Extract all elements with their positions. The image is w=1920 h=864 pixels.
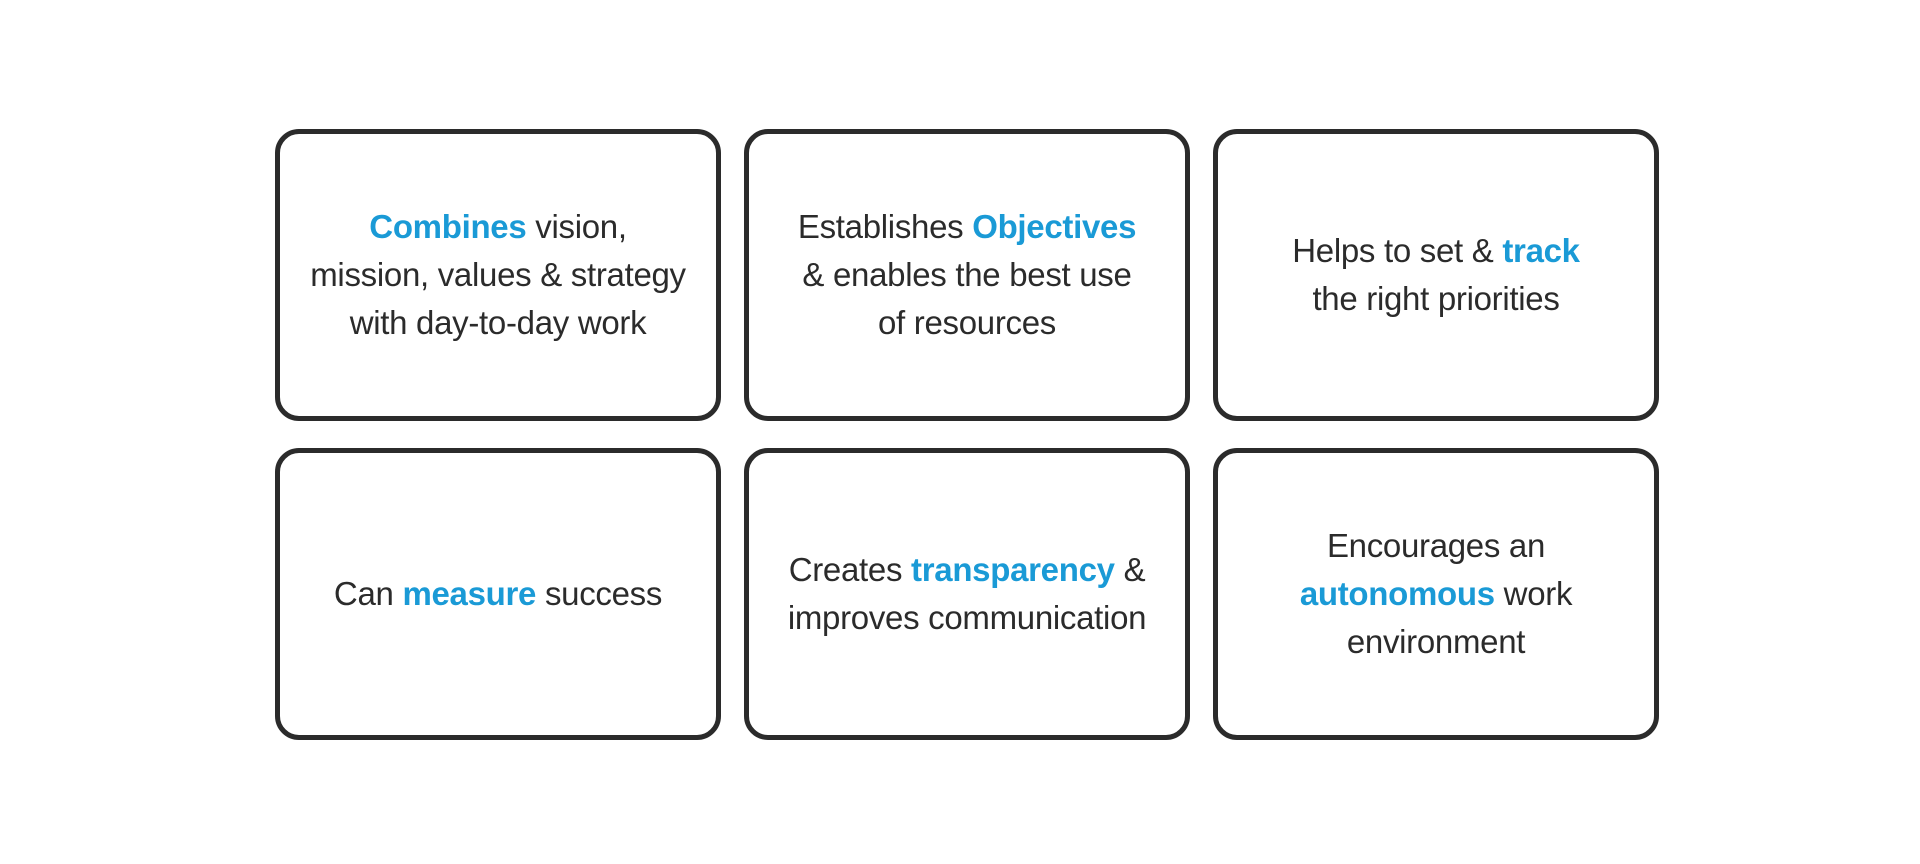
card-line: Establishes Objectives (797, 203, 1137, 251)
card-combines-vision: Combines vision, mission, values & strat… (275, 129, 721, 421)
text-segment: & (1114, 551, 1146, 588)
text-segment: Helps to set & (1292, 232, 1503, 269)
text-segment: improves communication (787, 599, 1147, 636)
text-segment: Encourages an (1326, 527, 1546, 564)
card-line: mission, values & strategy (310, 251, 686, 299)
text-segment: vision, (526, 208, 627, 245)
text-segment: work (1494, 575, 1573, 612)
card-text: Encourages an autonomous work environmen… (1299, 522, 1573, 666)
card-measure-success: Can measure success (275, 448, 721, 740)
card-line: of resources (798, 299, 1136, 347)
text-segment: the right priorities (1312, 280, 1560, 317)
text-segment: Creates (788, 551, 912, 588)
text-segment: of resources (878, 304, 1056, 341)
highlight-word: track (1502, 232, 1580, 269)
card-line: with day-to-day work (310, 299, 686, 347)
card-line: Encourages an (1300, 522, 1572, 570)
highlight-word: transparency (911, 551, 1115, 588)
card-line: & enables the best use (798, 251, 1136, 299)
highlight-word: measure (402, 575, 537, 612)
card-line: the right priorities (1292, 275, 1580, 323)
card-line: Helps to set & track (1292, 227, 1580, 275)
text-segment: & enables the best use (802, 256, 1132, 293)
card-text: Combines vision, mission, values & strat… (310, 203, 686, 347)
card-line: autonomous work (1299, 570, 1573, 618)
card-line: Can measure success (334, 570, 662, 618)
card-transparency: Creates transparency & improves communic… (744, 448, 1190, 740)
text-segment: Establishes (797, 208, 973, 245)
highlight-word: autonomous (1299, 575, 1495, 612)
card-text: Helps to set & track the right prioritie… (1292, 227, 1580, 323)
card-line: improves communication (787, 594, 1147, 642)
benefits-grid: Combines vision, mission, values & strat… (275, 129, 1659, 740)
highlight-word: Objectives (972, 208, 1137, 245)
card-line: environment (1300, 618, 1572, 666)
card-establishes-objectives: Establishes Objectives & enables the bes… (744, 129, 1190, 421)
text-segment: success (536, 575, 663, 612)
card-line: Combines vision, (310, 203, 686, 251)
text-segment: environment (1346, 623, 1526, 660)
card-track-priorities: Helps to set & track the right prioritie… (1213, 129, 1659, 421)
highlight-word: Combines (369, 208, 527, 245)
text-segment: with day-to-day work (349, 304, 647, 341)
card-line: Creates transparency & (788, 546, 1146, 594)
card-text: Can measure success (334, 570, 662, 618)
card-text: Establishes Objectives & enables the bes… (797, 203, 1137, 347)
card-autonomous-environment: Encourages an autonomous work environmen… (1213, 448, 1659, 740)
card-text: Creates transparency & improves communic… (787, 546, 1147, 642)
text-segment: Can (333, 575, 403, 612)
text-segment: mission, values & strategy (310, 256, 686, 293)
